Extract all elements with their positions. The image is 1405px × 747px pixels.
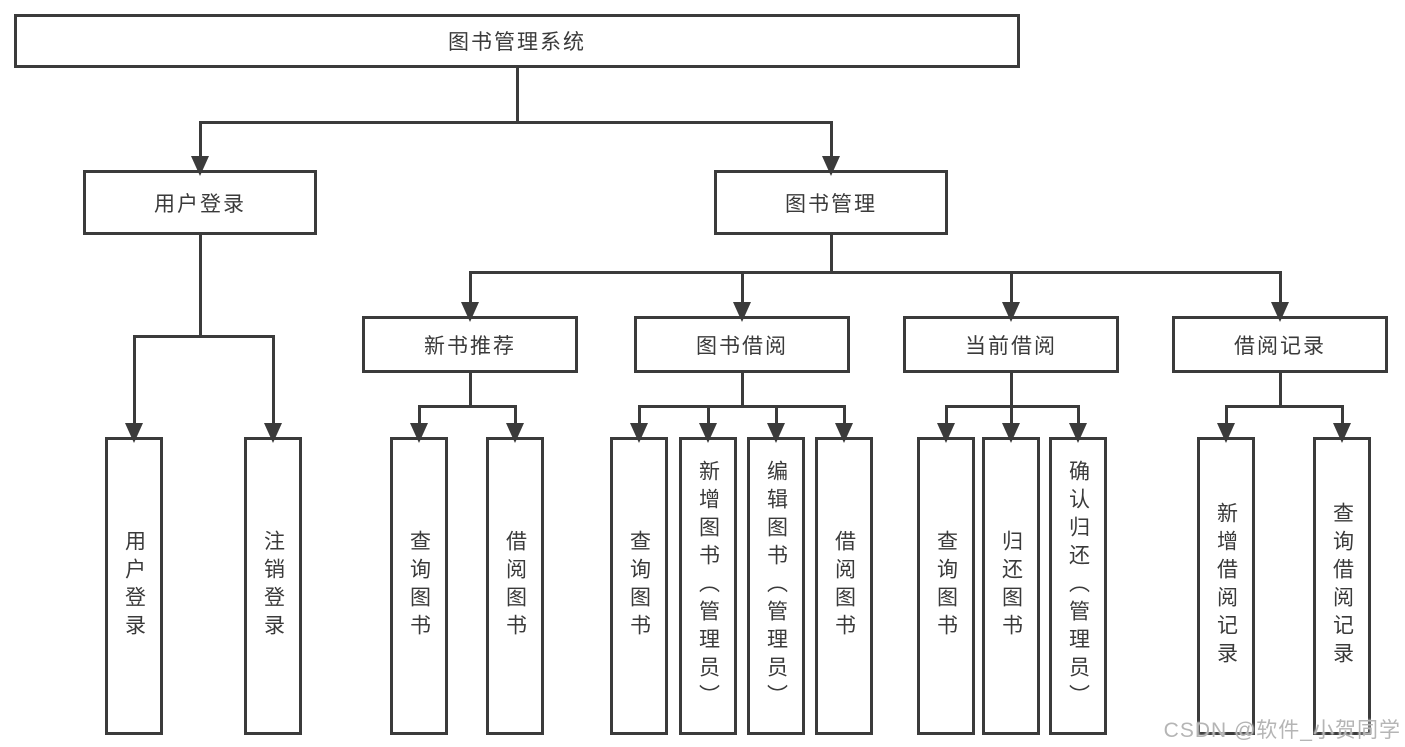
connector-stem-borrow-records-1 — [1340, 406, 1344, 425]
node-label-book-mgmt: 图书管理 — [785, 192, 877, 216]
connector-arrowhead-current-borrow-2 — [1069, 423, 1087, 443]
node-book-mgmt: 图书管理 — [714, 170, 948, 235]
connector-arrowhead-current-borrow-0 — [937, 423, 955, 443]
connector-drop-current-borrow — [1009, 373, 1013, 406]
node-label-v-add-borrow-record: 新增借阅记录 — [1214, 502, 1238, 670]
connector-stem-book-mgmt-3 — [1278, 272, 1282, 304]
connector-arrowhead-book-borrow-1 — [699, 423, 717, 443]
connector-arrowhead-borrow-records-0 — [1217, 423, 1235, 443]
node-label-book-borrow: 图书借阅 — [696, 334, 788, 358]
node-v-add-borrow-record: 新增借阅记录 — [1197, 437, 1255, 735]
connector-arrowhead-book-borrow-0 — [630, 423, 648, 443]
connector-arrowhead-new-book-rec-0 — [410, 423, 428, 443]
node-label-v-confirm-return: 确认归还（管理员） — [1066, 460, 1090, 712]
connector-bar-borrow-records — [1224, 404, 1344, 408]
connector-drop-root — [515, 68, 519, 122]
node-v-edit-book: 编辑图书（管理员） — [747, 437, 805, 735]
node-label-user-login: 用户登录 — [154, 192, 246, 216]
connector-stem-current-borrow-2 — [1076, 406, 1080, 425]
node-label-v-borrow-book-2: 借阅图书 — [832, 530, 856, 642]
node-label-v-borrow-book-1: 借阅图书 — [503, 530, 527, 642]
connector-arrowhead-book-mgmt-3 — [1271, 302, 1289, 322]
connector-stem-book-mgmt-1 — [740, 272, 744, 304]
node-label-v-return-book: 归还图书 — [999, 530, 1023, 642]
node-v-return-book: 归还图书 — [982, 437, 1040, 735]
connector-arrowhead-book-borrow-2 — [767, 423, 785, 443]
node-root: 图书管理系统 — [14, 14, 1020, 68]
connector-drop-borrow-records — [1278, 373, 1282, 406]
node-new-book-rec: 新书推荐 — [362, 316, 578, 373]
node-book-borrow: 图书借阅 — [634, 316, 850, 373]
node-user-login: 用户登录 — [83, 170, 317, 235]
node-label-v-edit-book: 编辑图书（管理员） — [764, 460, 788, 712]
connector-bar-root — [198, 120, 833, 124]
connector-arrowhead-root-0 — [191, 156, 209, 176]
connector-bar-new-book-rec — [417, 404, 517, 408]
connector-drop-new-book-rec — [468, 373, 472, 406]
connector-arrowhead-root-1 — [822, 156, 840, 176]
connector-stem-user-login-1 — [271, 336, 275, 425]
node-label-v-query-book-1: 查询图书 — [407, 530, 431, 642]
connector-arrowhead-book-mgmt-1 — [733, 302, 751, 322]
connector-drop-book-mgmt — [829, 235, 833, 272]
node-v-logout: 注销登录 — [244, 437, 302, 735]
connector-stem-borrow-records-0 — [1224, 406, 1228, 425]
node-label-v-add-book: 新增图书（管理员） — [696, 460, 720, 712]
connector-stem-new-book-rec-1 — [513, 406, 517, 425]
node-label-v-logout: 注销登录 — [261, 530, 285, 642]
connector-stem-book-mgmt-2 — [1009, 272, 1013, 304]
node-v-query-book-2: 查询图书 — [610, 437, 668, 735]
connector-drop-book-borrow — [740, 373, 744, 406]
connector-bar-book-borrow — [637, 404, 846, 408]
node-v-query-borrow-record: 查询借阅记录 — [1313, 437, 1371, 735]
connector-stem-user-login-0 — [132, 336, 136, 425]
connector-stem-current-borrow-0 — [944, 406, 948, 425]
node-current-borrow: 当前借阅 — [903, 316, 1119, 373]
connector-arrowhead-borrow-records-1 — [1333, 423, 1351, 443]
connector-arrowhead-book-mgmt-2 — [1002, 302, 1020, 322]
node-label-root: 图书管理系统 — [448, 31, 586, 54]
connector-stem-book-mgmt-0 — [468, 272, 472, 304]
connector-bar-user-login — [132, 334, 275, 338]
connector-arrowhead-user-login-1 — [264, 423, 282, 443]
connector-bar-book-mgmt — [468, 270, 1282, 274]
connector-stem-current-borrow-1 — [1009, 406, 1013, 425]
connector-stem-new-book-rec-0 — [417, 406, 421, 425]
node-label-v-query-book-3: 查询图书 — [934, 530, 958, 642]
connector-stem-book-borrow-2 — [774, 406, 778, 425]
connector-stem-book-borrow-1 — [706, 406, 710, 425]
node-v-borrow-book-1: 借阅图书 — [486, 437, 544, 735]
node-label-v-user-login: 用户登录 — [122, 530, 146, 642]
node-label-new-book-rec: 新书推荐 — [424, 334, 516, 358]
connector-stem-book-borrow-3 — [842, 406, 846, 425]
node-v-add-book: 新增图书（管理员） — [679, 437, 737, 735]
node-v-query-book-1: 查询图书 — [390, 437, 448, 735]
connector-drop-user-login — [198, 235, 202, 336]
node-label-borrow-records: 借阅记录 — [1234, 334, 1326, 358]
node-label-v-query-book-2: 查询图书 — [627, 530, 651, 642]
connector-stem-root-1 — [829, 122, 833, 158]
connector-arrowhead-user-login-0 — [125, 423, 143, 443]
node-v-query-book-3: 查询图书 — [917, 437, 975, 735]
node-v-user-login: 用户登录 — [105, 437, 163, 735]
csdn-watermark: CSDN @软件_小贺同学 — [1163, 719, 1401, 742]
node-v-confirm-return: 确认归还（管理员） — [1049, 437, 1107, 735]
connector-arrowhead-book-borrow-3 — [835, 423, 853, 443]
connector-stem-root-0 — [198, 122, 202, 158]
node-v-borrow-book-2: 借阅图书 — [815, 437, 873, 735]
node-borrow-records: 借阅记录 — [1172, 316, 1388, 373]
node-label-v-query-borrow-record: 查询借阅记录 — [1330, 502, 1354, 670]
connector-arrowhead-new-book-rec-1 — [506, 423, 524, 443]
connector-arrowhead-book-mgmt-0 — [461, 302, 479, 322]
connector-stem-book-borrow-0 — [637, 406, 641, 425]
connector-arrowhead-current-borrow-1 — [1002, 423, 1020, 443]
node-label-current-borrow: 当前借阅 — [965, 334, 1057, 358]
